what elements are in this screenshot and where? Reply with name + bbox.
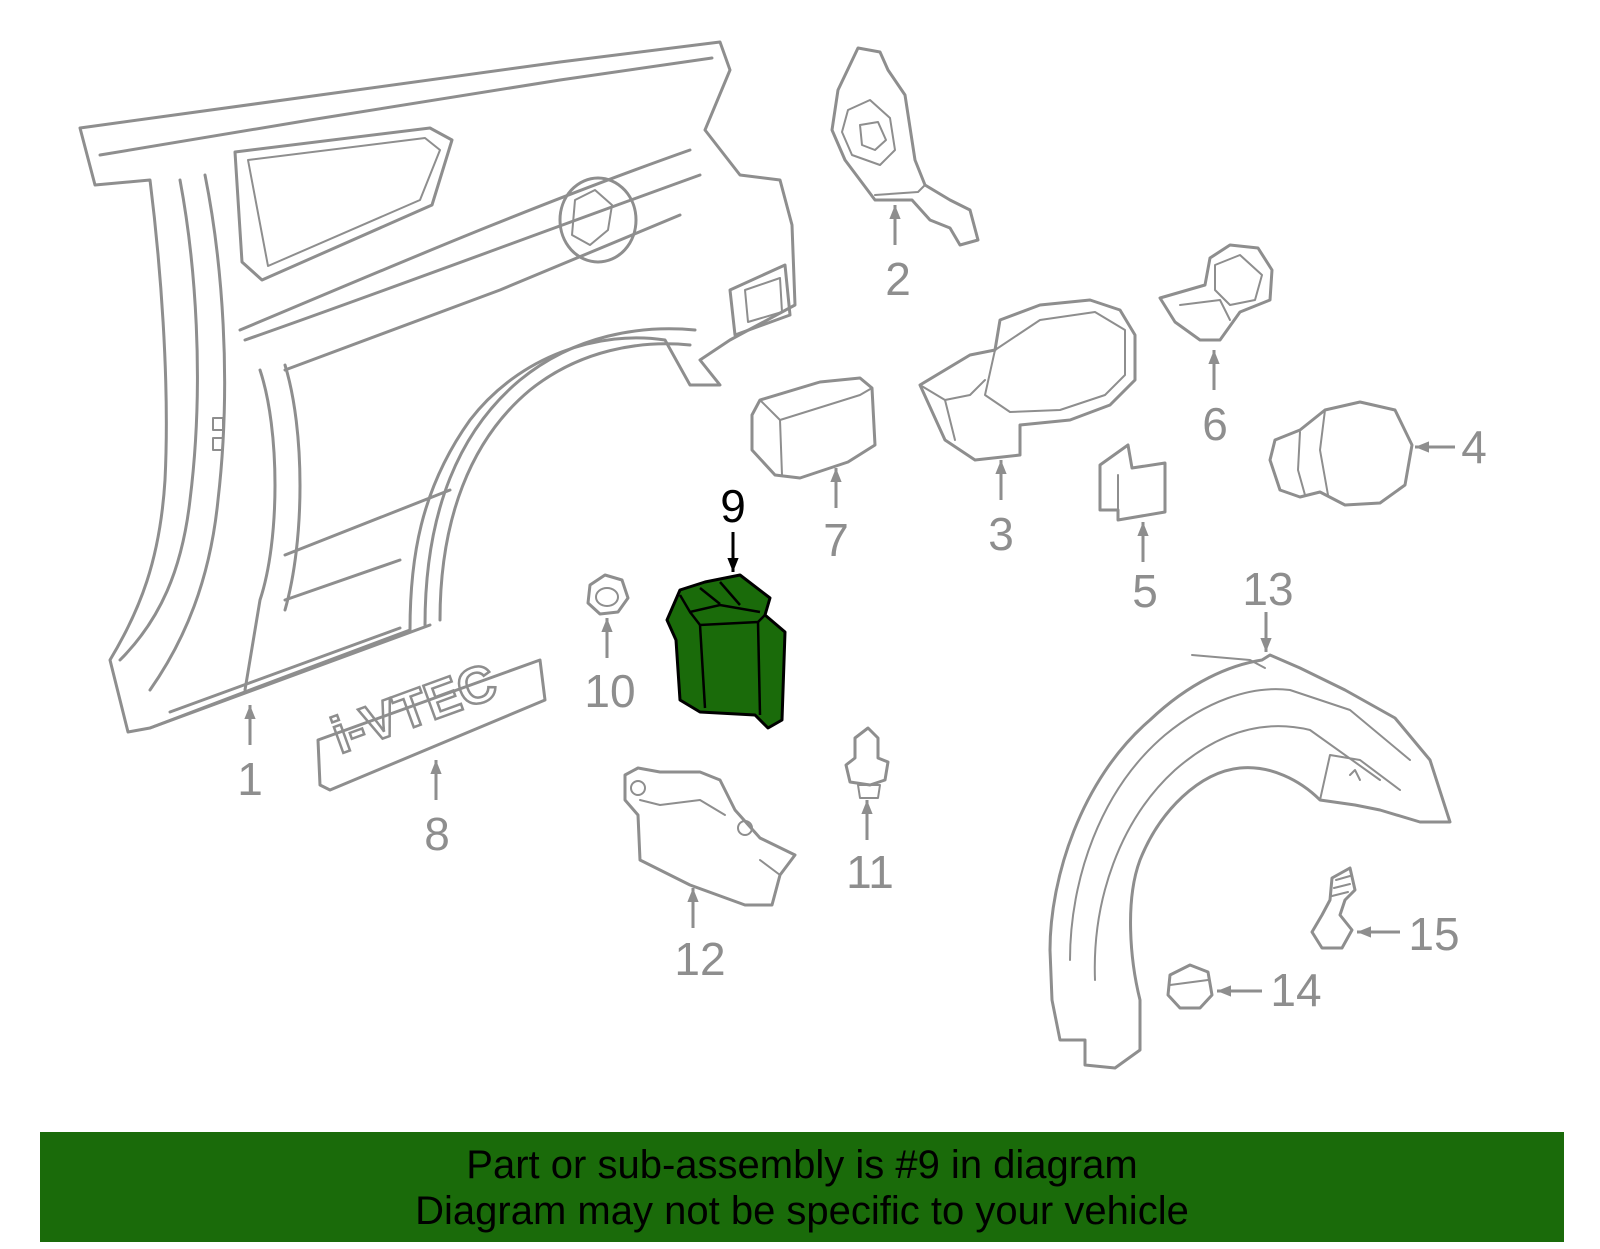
part-12-bracket [623,766,797,907]
callout-15: 15 [1408,908,1459,960]
callout-6: 6 [1202,398,1228,450]
callout-3: 3 [988,508,1014,560]
arrowhead-c12 [687,888,699,902]
callout-5: 5 [1132,565,1158,617]
callout-7: 7 [823,514,849,566]
callout-leaders [244,205,1455,997]
part-8-emblem: i-VTEC [316,651,547,792]
callout-11: 11 [846,846,894,898]
part-14-nut [1166,963,1214,1010]
part-5-plate [1098,443,1167,522]
arrowhead-c3 [995,460,1007,474]
arrowhead-c8 [430,760,442,774]
parts-diagram: i-VTEC [78,40,1487,1070]
callout-1: 1 [237,753,263,805]
arrowhead-c4 [1415,441,1429,453]
arrowhead-c11 [861,800,873,814]
footer-line-1: Part or sub-assembly is #9 in diagram [466,1143,1138,1187]
part-4-fuel-door [1268,400,1414,507]
footer-banner: Part or sub-assembly is #9 in diagram Di… [40,1132,1564,1242]
part-6-hinge [1158,243,1274,342]
emblem-text: i-VTEC [324,653,504,766]
part-15-bolt [1310,866,1357,950]
part-2-bracket [830,46,980,247]
callout-4: 4 [1461,421,1487,473]
arrowhead-c6 [1208,350,1220,364]
callout-labels: 1 2 3 4 5 6 7 8 9 10 11 12 13 14 15 [237,253,1487,1016]
callout-2: 2 [885,253,911,305]
callout-12: 12 [674,933,725,985]
arrowhead-c9 [727,558,739,572]
callout-14: 14 [1270,964,1321,1016]
part-7-block [750,376,877,480]
part-1-quarter-panel [78,40,797,734]
part-11-clip [844,726,890,799]
callout-9: 9 [720,480,746,532]
part-3-fuel-housing [918,298,1137,462]
callout-10: 10 [584,665,635,717]
arrowhead-c5 [1137,522,1149,536]
callout-13: 13 [1242,563,1293,615]
part-10-nut [586,573,630,616]
arrowhead-c1 [244,705,256,719]
callout-8: 8 [424,808,450,860]
part-13-wheel-liner [1048,653,1452,1070]
arrowhead-c10 [601,618,613,632]
footer-line-2: Diagram may not be specific to your vehi… [415,1189,1189,1233]
arrowhead-c14 [1217,985,1231,997]
arrowhead-c13 [1260,638,1272,652]
arrowhead-c15 [1357,926,1371,938]
part-9-highlighted [665,573,787,730]
arrowhead-c7 [830,468,842,482]
arrowhead-c2 [889,205,901,219]
